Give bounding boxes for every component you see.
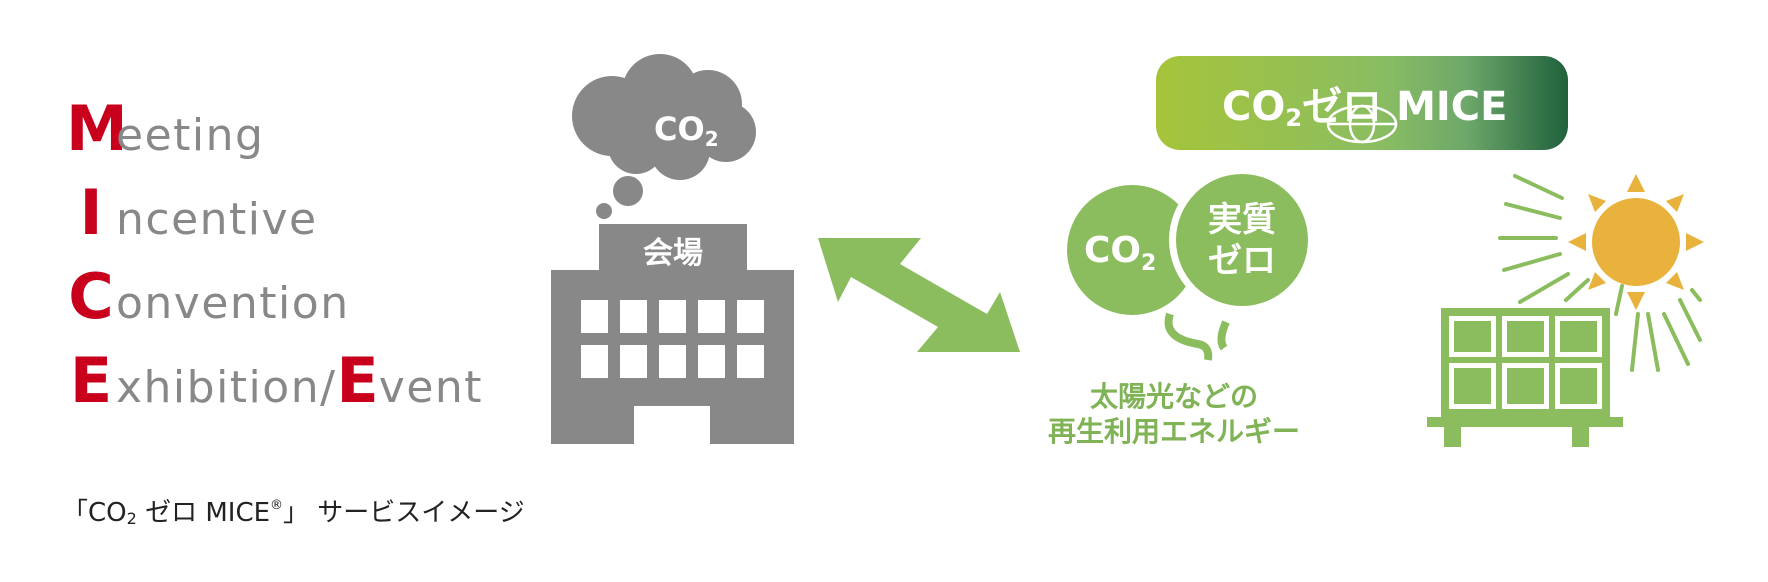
venue-building-icon [551, 224, 794, 444]
globe-icon [1326, 104, 1398, 144]
mice-letter-e-event: E [336, 344, 379, 417]
caption-close: 」 サービスイメージ [283, 498, 525, 528]
balloon-zero-line1: 実質 [1208, 200, 1276, 240]
caption-middle: ゼロ MICE [136, 498, 271, 528]
mice-row-meeting: Meeting [66, 92, 264, 172]
caption-open: 「CO [62, 498, 127, 528]
mice-row-exhibition: Exhibition/Event [66, 344, 483, 424]
mice-word-exhibition: xhibition/ [116, 362, 337, 413]
energy-caption-line1: 太陽光などの [1090, 380, 1258, 413]
sun-rays-icon [1498, 174, 1702, 372]
mice-letter-i: I [79, 176, 103, 249]
solar-panel-icon [1427, 308, 1623, 447]
cloud-co2-label: CO2 [654, 110, 719, 151]
mice-letter-c: C [68, 260, 114, 333]
mice-word-event: vent [378, 362, 484, 413]
balloon-co2-label: CO2 [1084, 230, 1156, 276]
balloon-co2-icon [1067, 185, 1213, 361]
mice-row-convention: Convention [66, 260, 350, 340]
mice-word-incentive: ncentive [116, 194, 318, 245]
energy-caption-line2: 再生利用エネルギー [1048, 415, 1300, 448]
balloon-zero-line2: ゼロ [1208, 241, 1276, 281]
mice-word-convention: onvention [116, 278, 350, 329]
caption-registered-mark: ® [270, 498, 284, 513]
balloon-zero-icon [1169, 167, 1315, 351]
caption-subscript: 2 [126, 509, 137, 528]
mice-word-meeting: eeting [116, 110, 265, 161]
service-caption: 「CO2 ゼロ MICE®」 サービスイメージ [62, 492, 525, 529]
double-arrow-icon [818, 238, 1020, 352]
co2-cloud-icon [572, 54, 756, 219]
mice-letter-e: E [69, 344, 113, 417]
co2-zero-mice-badge [1156, 56, 1568, 150]
building-label: 会場 [643, 236, 703, 271]
sun-icon [1568, 174, 1704, 310]
